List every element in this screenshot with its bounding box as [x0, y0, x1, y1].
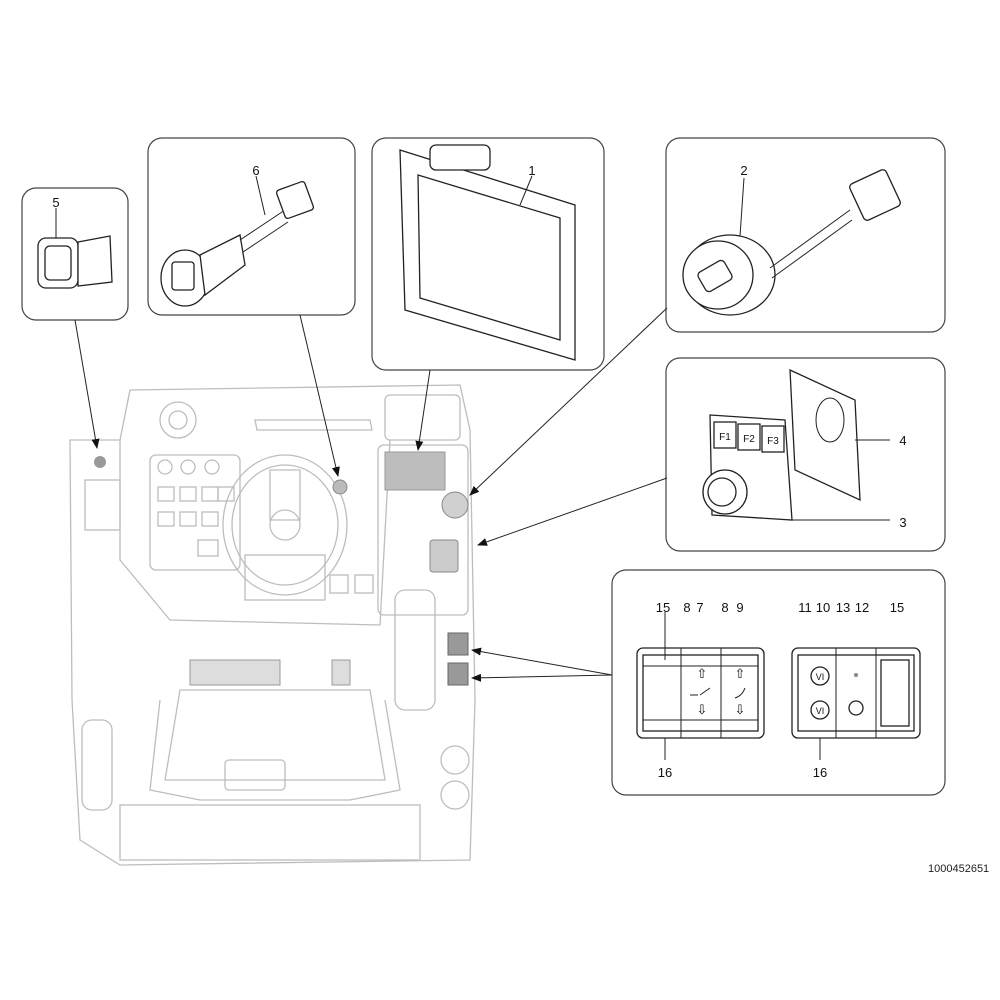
arrow-up-icon: ⇧ [697, 666, 708, 681]
key-f2: F2 [743, 434, 755, 445]
callout-13: 13 [836, 600, 850, 615]
indicator-light-icon [854, 673, 858, 677]
callout-11: 11 [798, 600, 812, 615]
cab-interior-drawing [69, 384, 476, 866]
callout-3: 3 [899, 515, 906, 530]
callout-1: 1 [528, 163, 535, 178]
display-part [399, 144, 576, 361]
leader-arrows [74, 307, 668, 682]
callout-8-b: 8 [721, 600, 728, 615]
callout-4: 4 [899, 433, 906, 448]
callout-9: 9 [736, 600, 743, 615]
callout-8-a: 8 [683, 600, 690, 615]
arrow-up-icon: ⇧ [735, 666, 746, 681]
callout-12: 12 [855, 600, 869, 615]
vi-symbol-top: VI [816, 672, 825, 682]
key-f3: F3 [767, 436, 779, 447]
document-id: 1000452651 [928, 863, 990, 875]
callout-6: 6 [252, 163, 259, 178]
callout-15-left: 15 [656, 600, 670, 615]
power-socket-part [37, 208, 113, 289]
callout-10: 10 [816, 600, 830, 615]
rotary-switch-part [682, 169, 901, 316]
switch-panels: ⇧ ⇩ ⇧ ⇩ VI VI [636, 612, 921, 760]
callout-15-right: 15 [890, 600, 904, 615]
callout-5: 5 [52, 195, 59, 210]
boom-icon [690, 687, 711, 696]
arrow-down-icon: ⇩ [735, 702, 746, 717]
vi-symbol-bottom: VI [816, 706, 825, 716]
callout-7: 7 [696, 600, 703, 615]
key-f1: F1 [719, 432, 731, 443]
beacon-icon [848, 700, 864, 716]
callout-16-right: 16 [813, 765, 827, 780]
callout-box-switches [611, 569, 946, 796]
bucket-icon [734, 687, 746, 699]
function-keypad-part: F1 F2 F3 [702, 368, 890, 521]
callout-2: 2 [740, 163, 747, 178]
arrow-down-icon: ⇩ [697, 702, 708, 717]
usb-socket-part [160, 175, 315, 307]
callout-16-left: 16 [658, 765, 672, 780]
